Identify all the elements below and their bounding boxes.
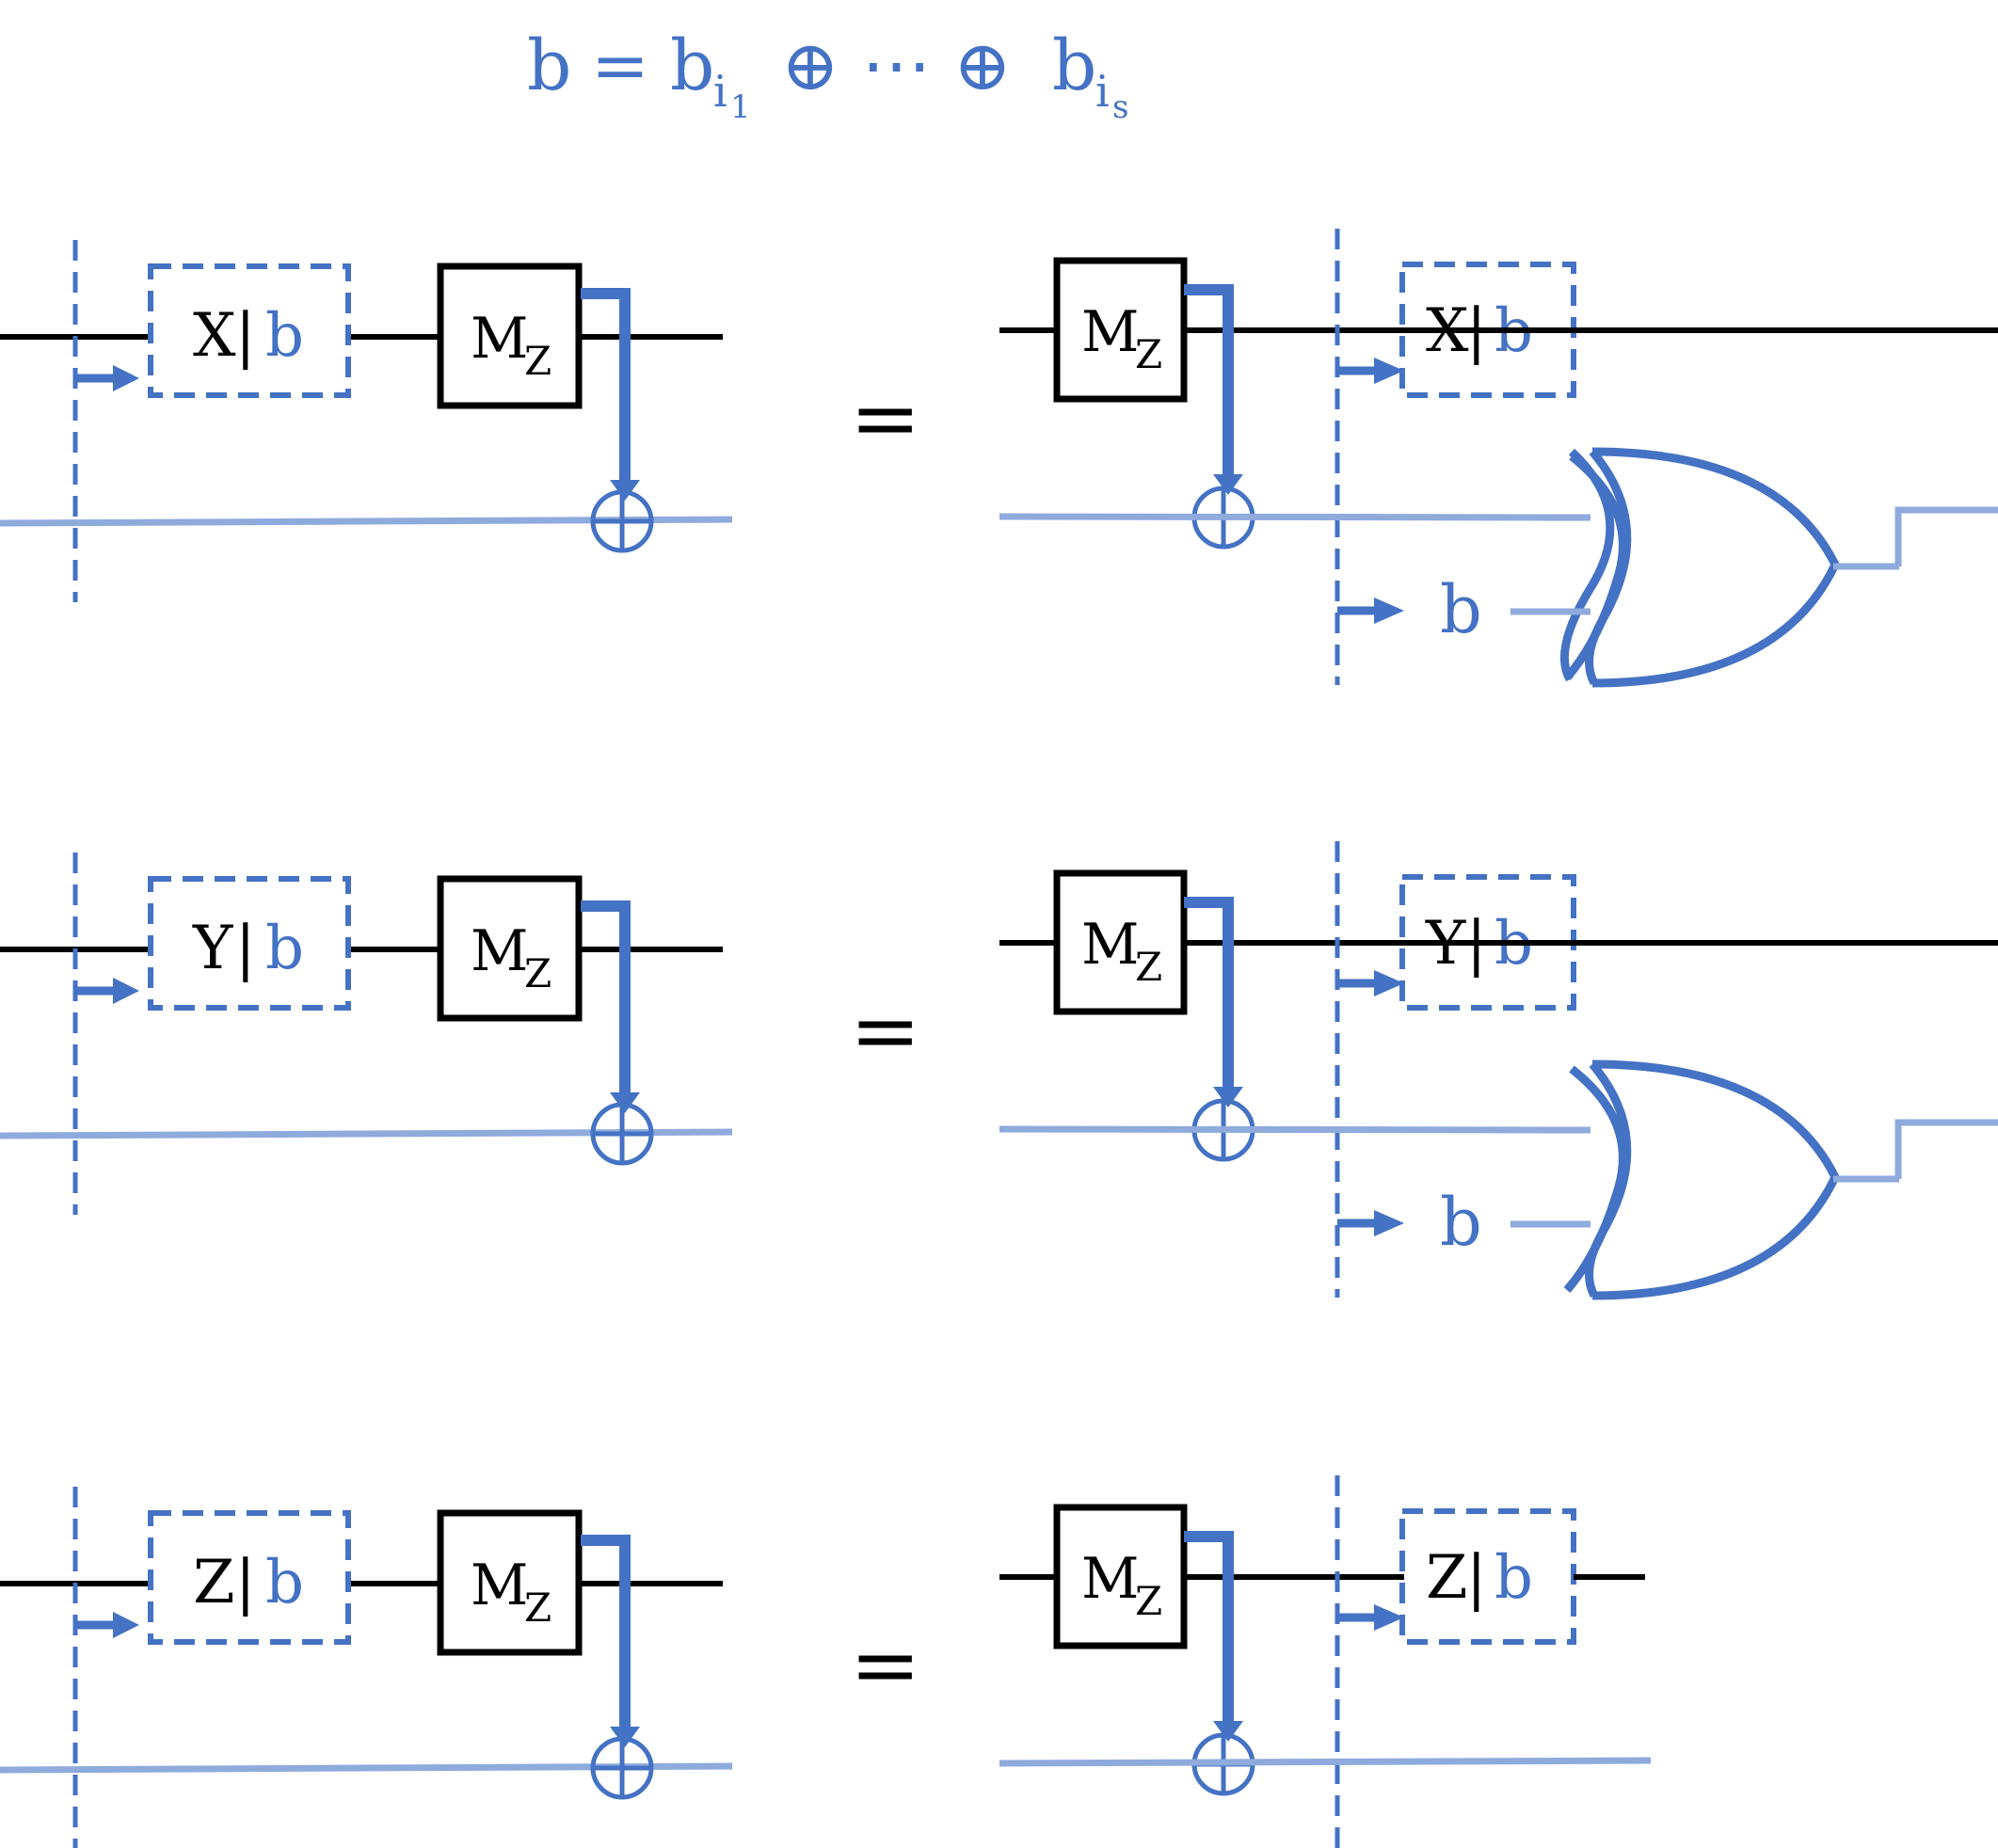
row-z-param: b — [265, 1548, 304, 1617]
row-z-measure-sub: Z — [524, 1585, 551, 1631]
formula-term1-base: b — [670, 25, 714, 106]
formula-term2-sub: i — [1095, 66, 1110, 117]
row-z-pauli-right: Z — [1426, 1543, 1467, 1613]
circuit-row-x: X | b M Z M Z X | b b = — [0, 229, 1998, 685]
row-x-measure-sub-right: Z — [1135, 331, 1162, 377]
row-y-measure-base: M — [471, 918, 528, 984]
circuit-row-z: Z | b M Z M Z Z | b = — [0, 1475, 1652, 1848]
row-x-sep: | — [235, 301, 256, 371]
row-x-pauli: X — [193, 301, 236, 371]
row-x-equals: = — [850, 369, 920, 468]
row-x-measure-sub: Z — [524, 338, 551, 384]
row-y-measure-sub-right: Z — [1135, 944, 1162, 990]
row-y-wires — [0, 841, 1574, 1298]
formula-lhs: b — [527, 25, 571, 106]
circuit-row-y: Y | b M Z M Z Y | b b = — [0, 841, 1998, 1298]
formula-dots: ⊕ ⋯ ⊕ — [781, 25, 1012, 106]
row-z-equals: = — [850, 1616, 920, 1714]
xor-gate-icon — [1563, 1059, 1841, 1300]
xor-gate-icon — [1559, 447, 1841, 688]
row-y-measure-sub: Z — [524, 950, 551, 996]
row-y-measure-base-right: M — [1081, 912, 1139, 978]
row-x-xor-input-label: b — [1440, 571, 1482, 648]
row-y-xor-input-label: b — [1440, 1184, 1482, 1261]
row-z-wires — [0, 1475, 1574, 1848]
row-x-param: b — [265, 301, 304, 371]
row-y-param: b — [265, 914, 304, 983]
row-x-measure-base: M — [471, 306, 528, 372]
row-z-measure-base: M — [471, 1553, 528, 1618]
formula-term2-subsub: s — [1112, 88, 1128, 126]
row-y-pauli: Y — [192, 914, 233, 983]
row-z-measure-sub-right: Z — [1135, 1578, 1162, 1624]
formula-term1-sub: i — [713, 66, 727, 117]
header-formula: b = b i 1 ⊕ ⋯ ⊕ b i s — [527, 25, 1128, 126]
formula-equals: = — [591, 25, 649, 106]
row-z-sep: | — [235, 1548, 256, 1617]
formula-term1-subsub: 1 — [730, 88, 751, 126]
row-y-sep: | — [235, 914, 256, 983]
row-z-measure-base-right: M — [1081, 1546, 1139, 1612]
formula-term2-base: b — [1052, 25, 1096, 106]
row-z-sep-right: | — [1466, 1543, 1487, 1613]
row-x-measure-base-right: M — [1081, 299, 1139, 365]
row-x-wires — [0, 229, 1574, 685]
row-z-param-right: b — [1495, 1543, 1533, 1613]
row-z-pauli: Z — [193, 1548, 234, 1617]
row-y-equals: = — [850, 981, 920, 1080]
